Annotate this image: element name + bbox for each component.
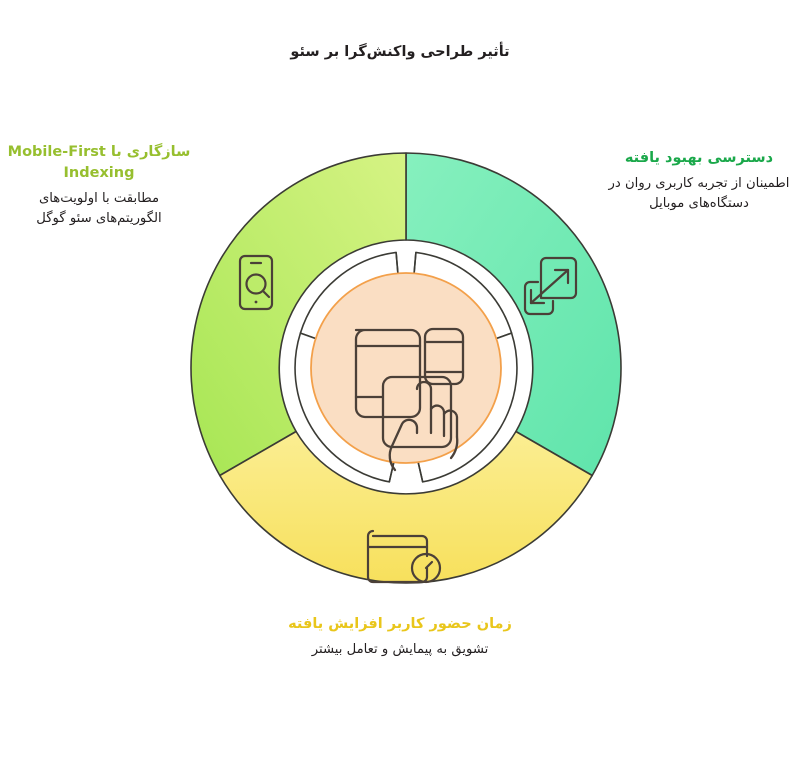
callout-dwell-time-heading: زمان حضور کاربر افزایش یافته xyxy=(288,616,512,632)
responsive-seo-donut-diagram xyxy=(186,148,626,588)
callout-accessibility-body: اطمینان از تجربه کاربری روان در دستگاه‌ه… xyxy=(608,176,790,212)
responsive-devices-tap-icon xyxy=(354,327,465,472)
callout-accessibility: دسترسی بهبود یافته اطمینان از تجربه کارب… xyxy=(606,148,792,215)
segment-dwell-time[interactable] xyxy=(219,430,593,584)
page-title: تأثیر طراحی واکنش‌گرا بر سئو xyxy=(290,44,510,60)
segment-accessibility[interactable] xyxy=(405,152,622,477)
callout-mobile-first: سازگاری با Mobile-First Indexing مطابقت … xyxy=(6,142,192,230)
responsive-resize-icon xyxy=(523,256,578,316)
callout-dwell-time: زمان حضور کاربر افزایش یافته تشویق به پی… xyxy=(250,614,550,660)
callout-mobile-first-heading: سازگاری با Mobile-First Indexing xyxy=(7,144,191,182)
mobile-search-icon xyxy=(238,254,274,311)
callout-accessibility-heading: دسترسی بهبود یافته xyxy=(624,150,774,166)
callout-dwell-time-body: تشویق به پیمایش و تعامل بیشتر xyxy=(311,642,489,658)
segment-mobile-first[interactable] xyxy=(190,152,407,477)
browser-timer-icon xyxy=(366,529,442,584)
center-circle[interactable] xyxy=(310,272,502,464)
callout-mobile-first-body: مطابقت با اولویت‌های الگوریتم‌های سئو گو… xyxy=(36,191,162,227)
